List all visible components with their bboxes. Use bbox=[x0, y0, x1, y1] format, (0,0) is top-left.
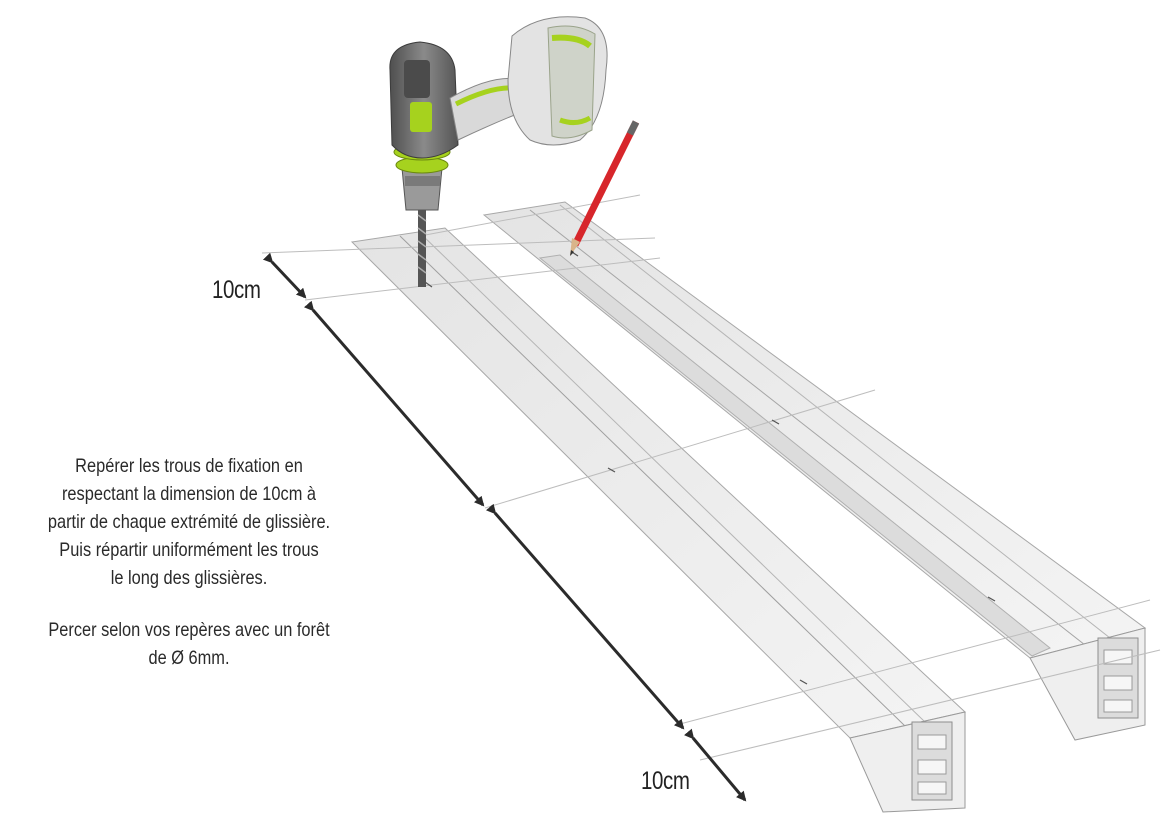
instruction-line: Puis répartir uniformément les trous bbox=[59, 539, 319, 561]
top-dimension-label: 10cm bbox=[212, 276, 261, 304]
guide-lines bbox=[261, 194, 1161, 761]
spacing-arrow-lower bbox=[485, 503, 685, 730]
instruction-line: Repérer les trous de fixation en bbox=[75, 455, 303, 477]
bottom-dimension-label: 10cm bbox=[641, 767, 690, 795]
instructions-text: Repérer les trous de fixation en respect… bbox=[0, 452, 378, 672]
instruction-line: Percer selon vos repères avec un forêt bbox=[48, 619, 330, 641]
dimension-arrows bbox=[262, 252, 747, 802]
rail-left bbox=[350, 227, 967, 813]
top-10cm-arrow bbox=[262, 252, 307, 299]
instruction-line: partir de chaque extrémité de glissière. bbox=[47, 511, 331, 533]
instruction-line: respectant la dimension de 10cm à bbox=[61, 483, 317, 505]
instruction-line: le long des glissières. bbox=[110, 567, 268, 589]
bottom-10cm-arrow bbox=[684, 728, 747, 802]
cordless-drill-icon bbox=[389, 16, 608, 287]
instruction-line: de Ø 6mm. bbox=[148, 647, 230, 669]
hole-marks bbox=[424, 251, 996, 685]
rail-right bbox=[482, 201, 1147, 741]
pencil-icon bbox=[570, 120, 640, 256]
paragraph-gap bbox=[0, 592, 378, 616]
spacing-arrow-upper bbox=[303, 300, 485, 507]
